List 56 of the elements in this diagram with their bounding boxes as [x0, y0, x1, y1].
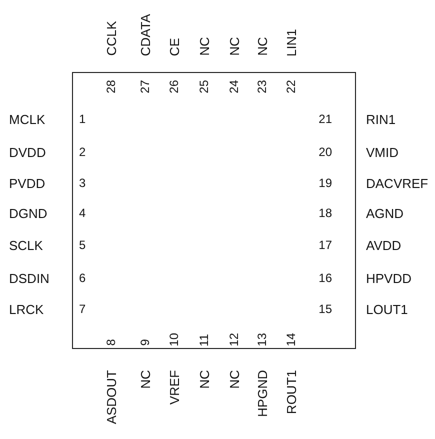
- pin-number: 6: [79, 272, 86, 284]
- pin-number: 8: [105, 339, 117, 346]
- pin-number: 18: [318, 207, 332, 219]
- pin-name: LIN1: [285, 28, 298, 56]
- pin-number: 26: [168, 80, 180, 94]
- pin-name: NC: [198, 37, 211, 56]
- pin-number: 16: [318, 272, 332, 284]
- pin-number: 3: [79, 177, 86, 189]
- pin-number: 5: [79, 239, 86, 251]
- pin-name: ASDOUT: [105, 370, 118, 424]
- pin-number: 4: [79, 207, 86, 219]
- pin-number: 19: [318, 177, 332, 189]
- pin-name: HPGND: [256, 370, 269, 417]
- pin-name: AVDD: [366, 239, 402, 252]
- pin-name: MCLK: [9, 113, 46, 126]
- pin-name: HPVDD: [366, 272, 412, 285]
- pin-number: 28: [105, 80, 117, 94]
- pin-name: NC: [139, 370, 152, 389]
- pin-number: 11: [198, 334, 210, 346]
- pin-number: 14: [285, 332, 297, 346]
- pin-name: DSDIN: [9, 272, 50, 285]
- pin-number: 25: [198, 80, 210, 94]
- pin-name: NC: [228, 370, 241, 389]
- pin-number: 9: [139, 339, 151, 346]
- pin-name: CCLK: [105, 21, 118, 56]
- pin-number: 21: [318, 113, 332, 125]
- pin-number: 1: [79, 113, 86, 125]
- pin-name: CE: [168, 38, 181, 56]
- pin-number: 12: [228, 332, 240, 346]
- pin-number: 7: [79, 303, 86, 315]
- pin-name: AGND: [366, 207, 404, 220]
- pin-name: PVDD: [9, 177, 46, 190]
- pin-number: 23: [256, 80, 268, 94]
- pin-number: 24: [228, 80, 240, 94]
- pin-number: 10: [168, 332, 180, 346]
- pin-name: NC: [228, 37, 241, 56]
- pin-number: 22: [285, 80, 297, 94]
- pin-name: VMID: [366, 146, 398, 159]
- pin-number: 15: [318, 303, 332, 315]
- pin-name: RIN1: [366, 113, 396, 126]
- pin-number: 20: [318, 146, 332, 158]
- pin-name: LOUT1: [366, 303, 408, 316]
- pin-number: 17: [318, 239, 332, 251]
- pin-name: VREF: [168, 370, 181, 405]
- pin-name: DVDD: [9, 146, 46, 159]
- pin-name: NC: [256, 37, 269, 56]
- pin-number: 27: [139, 80, 151, 94]
- pin-name: CDATA: [139, 14, 152, 56]
- pin-name: DGND: [9, 207, 48, 220]
- pin-name: ROUT1: [285, 370, 298, 414]
- pin-number: 2: [79, 146, 86, 158]
- pin-name: SCLK: [9, 239, 43, 252]
- pin-name: DACVREF: [366, 177, 428, 190]
- pin-name: LRCK: [9, 303, 44, 316]
- pin-number: 13: [256, 332, 268, 346]
- pin-name: NC: [198, 370, 211, 389]
